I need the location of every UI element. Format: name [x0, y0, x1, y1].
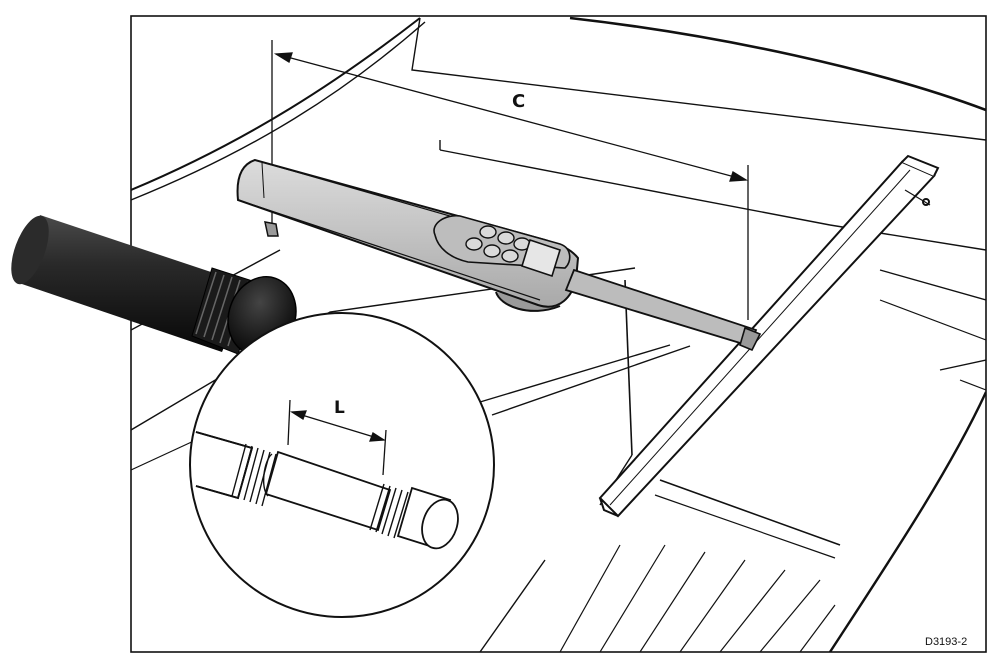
- figure-reference-code: D3193-2: [925, 636, 967, 648]
- autopilot-remote-unit: [236, 158, 762, 352]
- detail-pointer: [479, 344, 691, 416]
- tiller: [598, 154, 940, 518]
- tiller-pin-extension: [11, 215, 297, 356]
- dimension-c-label: C: [512, 91, 525, 112]
- dimension-l-label: L: [334, 398, 345, 418]
- figure-frame: [130, 15, 987, 653]
- detail-magnifier: [189, 312, 495, 618]
- dimension-l: [287, 399, 387, 476]
